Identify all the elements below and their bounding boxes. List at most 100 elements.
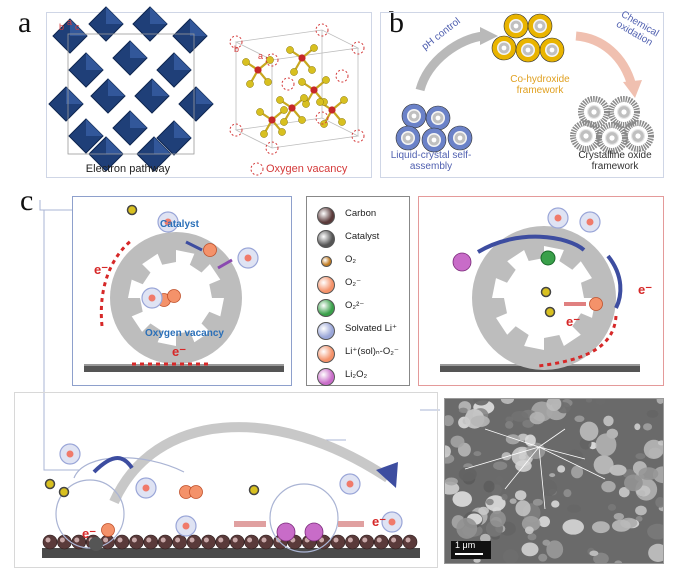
carbon-particle <box>186 534 202 550</box>
flow-arrow <box>92 456 134 474</box>
oxygen-atom <box>298 116 306 124</box>
ring-hole <box>621 109 627 115</box>
oxygen-atom <box>290 68 298 76</box>
carbon-highlight <box>261 537 267 543</box>
ring-hole <box>591 109 597 115</box>
axis-b-label: b <box>59 22 65 32</box>
oxygen-atom <box>278 128 286 136</box>
sem-grain <box>634 423 641 431</box>
oxygen-atom <box>266 56 274 64</box>
legend-peroxide: O₂²⁻ <box>307 295 409 319</box>
sem-grain <box>646 409 659 418</box>
sem-grain <box>501 452 512 461</box>
carbon-particle <box>143 534 159 550</box>
sem-grain <box>585 399 593 403</box>
carbon-highlight <box>131 537 137 543</box>
vacancy-site <box>265 141 279 155</box>
carbon-highlight <box>175 537 181 543</box>
oxygen-atom <box>300 94 308 102</box>
axis-a-label: a <box>67 17 73 27</box>
superoxide-particle <box>167 289 181 303</box>
ring-hole <box>435 115 441 121</box>
particle-core <box>346 480 354 488</box>
panel-b-letter: b <box>389 6 404 39</box>
panel-a-frame <box>46 12 372 178</box>
sem-grain <box>450 435 465 448</box>
oxygen-atom <box>280 118 288 126</box>
sem-arrow <box>504 446 540 490</box>
carbon-particle <box>345 534 360 550</box>
legend-solvated-li-label: Solvated Li⁺ <box>345 323 398 334</box>
sem-grain <box>546 540 564 559</box>
carbon-highlight <box>103 537 109 543</box>
oxygen-atom <box>276 96 284 104</box>
oxygen-atom <box>242 58 250 66</box>
cobalt-atom <box>288 104 296 112</box>
sem-arrow <box>464 446 540 470</box>
sem-grain <box>514 490 527 501</box>
particle-core <box>182 522 190 530</box>
carbon-particle <box>244 534 259 550</box>
sem-arrow <box>538 446 586 460</box>
carbon-particle <box>402 534 418 550</box>
synthesis-scheme <box>395 13 654 154</box>
crystalline-oxide-label: Crystalline oxide framework <box>578 150 652 172</box>
legend-li-sol-o2-swatch <box>317 345 335 363</box>
o2-molecule <box>44 478 56 490</box>
ring-hole <box>549 47 555 53</box>
oxygen-atom <box>308 66 316 74</box>
octahedra-structure <box>48 6 214 172</box>
sem-grain <box>538 516 551 528</box>
catalyst-label: Catalyst <box>160 219 199 230</box>
cobalt-atom <box>254 66 262 74</box>
octahedron-face <box>130 41 147 58</box>
legend-carbon: Carbon <box>307 203 409 227</box>
sem-grain <box>499 521 516 536</box>
sem-grain <box>493 461 508 471</box>
sem-grain <box>445 415 454 427</box>
sem-grain <box>635 515 643 522</box>
flow-arrow <box>217 258 233 270</box>
carbon-highlight <box>117 537 123 543</box>
vacancy-site <box>265 53 279 67</box>
legend-catalyst-swatch <box>317 230 335 248</box>
octahedron-face <box>130 111 147 128</box>
zoom-circle <box>55 479 125 549</box>
sem-grain <box>527 533 537 541</box>
flow-arrow <box>185 240 203 252</box>
octahedron-face <box>86 119 103 136</box>
carbon-particle <box>42 534 58 550</box>
electron-label-2: e⁻ <box>172 344 187 359</box>
sem-grain <box>607 503 617 511</box>
sem-grain <box>551 500 560 508</box>
sem-arrow <box>538 446 606 480</box>
li2o2-particle <box>304 522 324 542</box>
sem-grain <box>473 399 490 406</box>
ring-hole <box>411 113 417 119</box>
sem-grain <box>563 489 572 498</box>
legend-solvated-li: Solvated Li⁺ <box>307 318 409 342</box>
sem-grain <box>525 526 534 535</box>
legend-superoxide-swatch <box>317 276 335 294</box>
carbon-highlight <box>160 537 166 543</box>
sem-grain <box>655 497 663 508</box>
octahedron-face <box>174 121 191 138</box>
sem-grain <box>511 410 529 422</box>
sem-grain <box>532 498 543 506</box>
sem-grain <box>496 475 504 483</box>
panel-a-letter: a <box>18 6 32 39</box>
flow-arrow <box>476 234 586 254</box>
legend-li2o2-label: Li₂O₂ <box>345 369 368 380</box>
vacancy-site <box>281 77 295 91</box>
legend-peroxide-label: O₂²⁻ <box>345 300 365 311</box>
legend-superoxide: O₂⁻ <box>307 272 409 296</box>
ring-hole <box>457 135 463 141</box>
oxygen-atom <box>256 108 264 116</box>
oxygen-vacancy-label: Oxygen vacancy <box>145 328 224 339</box>
sem-grain <box>473 558 481 563</box>
sem-grain <box>524 434 536 447</box>
sem-grain <box>501 493 508 501</box>
sem-grain <box>618 486 630 498</box>
sem-grain <box>574 415 585 423</box>
axis-c-label: c <box>75 22 80 32</box>
